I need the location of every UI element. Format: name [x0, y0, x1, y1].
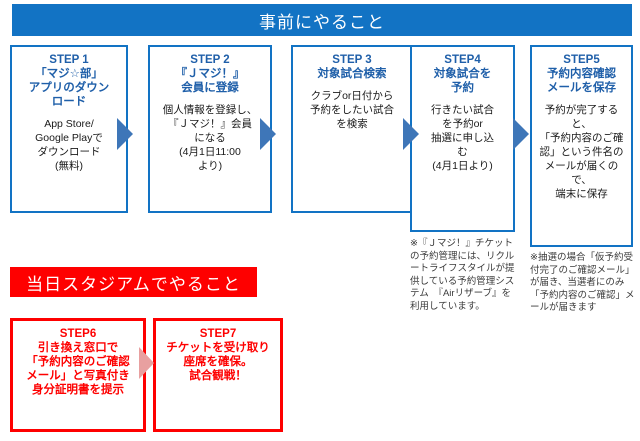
step-card-2: STEP 2 『Ｊマジ！』 会員に登録 個人情報を登録し、 『Ｊマジ！』会員 に…	[148, 45, 272, 213]
step-card-1-body: App Store/ Google Playで ダウンロード (無料)	[35, 118, 103, 172]
step-card-3: STEP 3 対象試合検索 クラブor日付から 予約をしたい試合 を検索	[291, 45, 413, 213]
step-card-7-title: STEP7 チケットを受け取り 座席を確保。 試合観戦！	[166, 328, 270, 382]
step-card-4: STEP4 対象試合を 予約 行きたい試合 を予約or 抽選に申し込 む (4月…	[410, 45, 515, 232]
banner-before-event: 事前にやること	[12, 4, 632, 36]
banner-before-event-label: 事前にやること	[259, 12, 385, 32]
step-card-7: STEP7 チケットを受け取り 座席を確保。 試合観戦！	[153, 318, 283, 432]
arrow-right-icon-4	[513, 118, 529, 150]
arrow-right-icon-3	[403, 118, 419, 150]
step-card-6-title: STEP6 引き換え窓口で 「予約内容のご確認 メール」と写真付き 身分証明書を…	[26, 328, 130, 396]
step-card-3-body: クラブor日付から 予約をしたい試合 を検索	[310, 90, 394, 130]
step-card-2-title: STEP 2 『Ｊマジ！』 会員に登録	[175, 54, 245, 94]
step-card-5-title: STEP5 予約内容確認 メールを保存	[547, 54, 616, 94]
arrow-right-icon-2	[260, 118, 276, 150]
footnote-lottery: ※抽選の場合「仮予約受付完了のご確認メール」が届き、当選者にのみ「予約内容のご確…	[530, 252, 635, 313]
banner-gameday-label: 当日スタジアムでやること	[26, 274, 241, 294]
footnote-jmaji: ※『Ｊマジ！』チケットの予約管理には、リクルートライフスタイルが提供している予約…	[410, 238, 515, 312]
step-card-5: STEP5 予約内容確認 メールを保存 予約が完了すると、 「予約内容のご確 認…	[530, 45, 633, 247]
step-card-5-body: 予約が完了すると、 「予約内容のご確 認」という件名の メールが届くので、 端末…	[539, 104, 624, 200]
step-card-4-title: STEP4 対象試合を 予約	[433, 54, 492, 94]
step-card-6: STEP6 引き換え窓口で 「予約内容のご確認 メール」と写真付き 身分証明書を…	[10, 318, 146, 432]
banner-gameday: 当日スタジアムでやること	[10, 267, 257, 297]
step-card-1: STEP 1 「マジ☆部」 アプリのダウン ロード App Store/ Goo…	[10, 45, 128, 213]
step-card-1-title: STEP 1 「マジ☆部」 アプリのダウン ロード	[28, 54, 110, 108]
step-card-3-title: STEP 3 対象試合検索	[317, 54, 387, 80]
arrow-right-icon-1	[117, 118, 133, 150]
step-card-4-body: 行きたい試合 を予約or 抽選に申し込 む (4月1日より)	[431, 104, 494, 172]
arrow-right-icon-5	[139, 347, 154, 379]
step-card-2-body: 個人情報を登録し、 『Ｊマジ！』会員 になる (4月1日11:00 より)	[162, 104, 258, 172]
